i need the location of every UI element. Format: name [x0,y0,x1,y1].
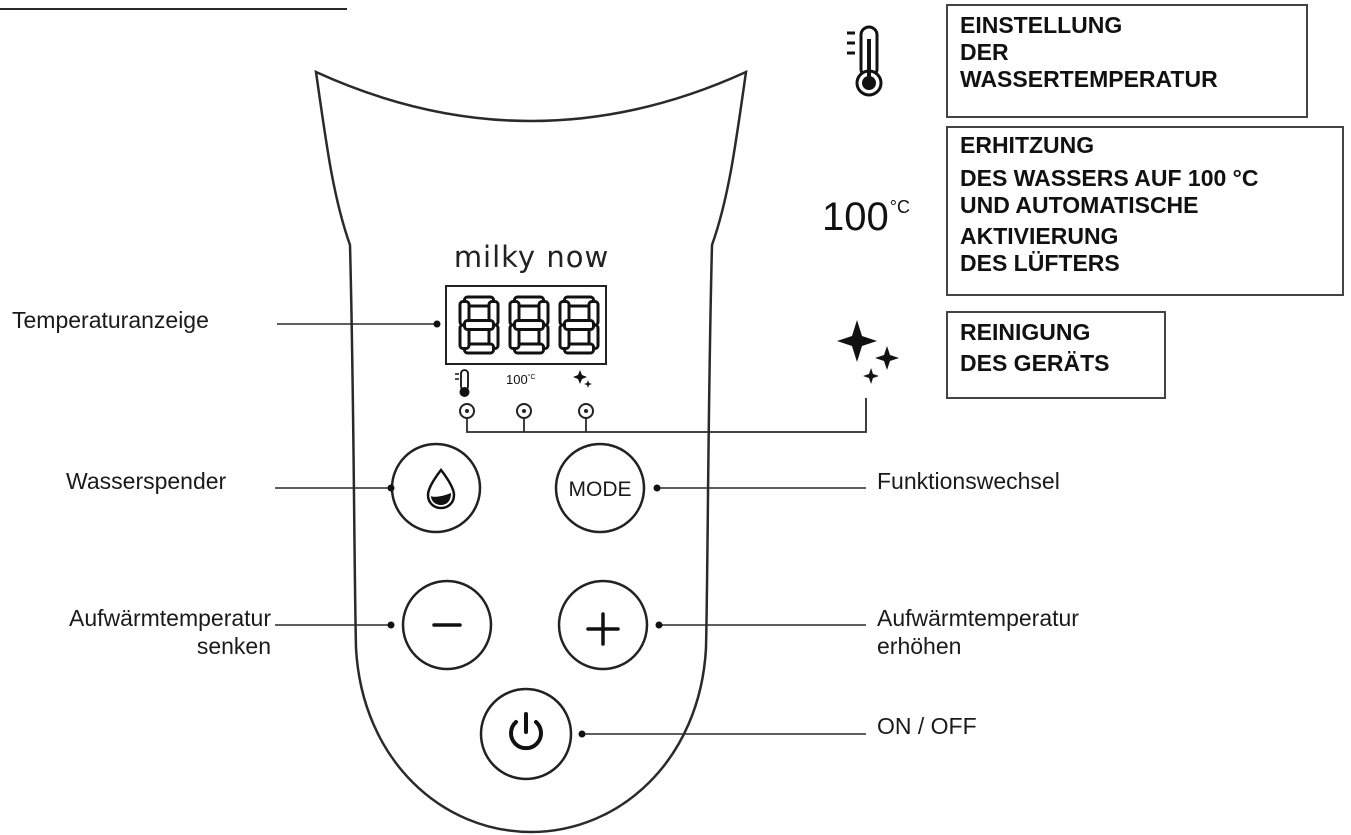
callout-function-switch [653,484,866,492]
legend-temperature-line-3: WASSERTEMPERATUR [960,66,1218,92]
legend-box-clean: REINIGUNG DES GERÄTS [946,311,1166,399]
plus-icon [586,612,620,646]
lcd-segment [563,319,595,331]
lower-temperature-button[interactable] [401,579,493,671]
water-drop-icon [426,468,456,510]
indicator-boil-label: 100°C [506,372,536,387]
legend-boil-line-4: AKTIVIERUNG [960,223,1119,249]
lcd-segment [513,319,545,331]
legend-boil-line-2: DES WASSERS AUF 100 °C [960,165,1259,191]
power-button[interactable] [479,687,573,781]
mode-button[interactable] [554,442,646,534]
callout-raise-temperature [655,621,866,629]
indicator-connector-line [466,398,867,433]
lcd-digit [558,295,600,355]
legend-box-boil: ERHITZUNG DES WASSERS AUF 100 °C UND AUT… [946,126,1344,296]
lcd-digit [508,295,550,355]
label-temperature-display: Temperaturanzeige [12,307,209,333]
raise-temperature-button[interactable] [557,579,649,671]
sparkle-icon [837,320,899,384]
brand-logo: milky now [453,240,610,274]
label-water-dispenser: Wasserspender [66,468,227,494]
label-function-switch: Funktionswechsel [877,468,1060,494]
legend-clean-line-2: DES GERÄTS [960,350,1110,376]
indicator-thermometer-icon [455,369,470,397]
callout-on-off [578,730,866,738]
label-raise-temperature-line-2: erhöhen [877,633,962,659]
100c-icon: 100°C [822,195,910,239]
callout-lower-temperature [275,621,395,629]
legend-box-temperature: EINSTELLUNG DER WASSERTEMPERATUR [946,4,1308,118]
water-dispenser-button[interactable] [390,442,482,534]
indicator-led-clean [578,403,594,419]
label-lower-temperature: Aufwärmtemperatur senken [7,604,271,660]
callout-temperature-display [277,320,441,328]
indicator-sparkle-icon [573,370,592,388]
label-raise-temperature-line-1: Aufwärmtemperatur [877,605,1079,631]
legend-temperature-line-2: DER [960,39,1009,65]
callout-water-dispenser [275,484,395,492]
lcd-digit [458,295,500,355]
power-icon [509,712,543,751]
label-lower-temperature-line-2: senken [196,633,271,659]
legend-boil-line-5: DES LÜFTERS [960,250,1120,276]
legend-temperature-line-1: EINSTELLUNG [960,12,1123,38]
indicator-led-boil [516,403,532,419]
label-on-off: ON / OFF [877,713,977,739]
indicator-led-temperature [459,403,475,419]
mode-button-label[interactable]: MODE [568,478,632,501]
lcd-segment [463,319,495,331]
legend-boil-line-3: UND AUTOMATISCHE [960,192,1199,218]
label-raise-temperature: Aufwärmtemperatur erhöhen [877,604,1079,660]
label-lower-temperature-line-1: Aufwärmtemperatur [69,605,271,631]
legend-clean-line-1: REINIGUNG [960,319,1091,345]
lcd-display [458,295,600,355]
thermometer-icon [847,25,883,97]
legend-boil-line-1: ERHITZUNG [960,132,1095,158]
